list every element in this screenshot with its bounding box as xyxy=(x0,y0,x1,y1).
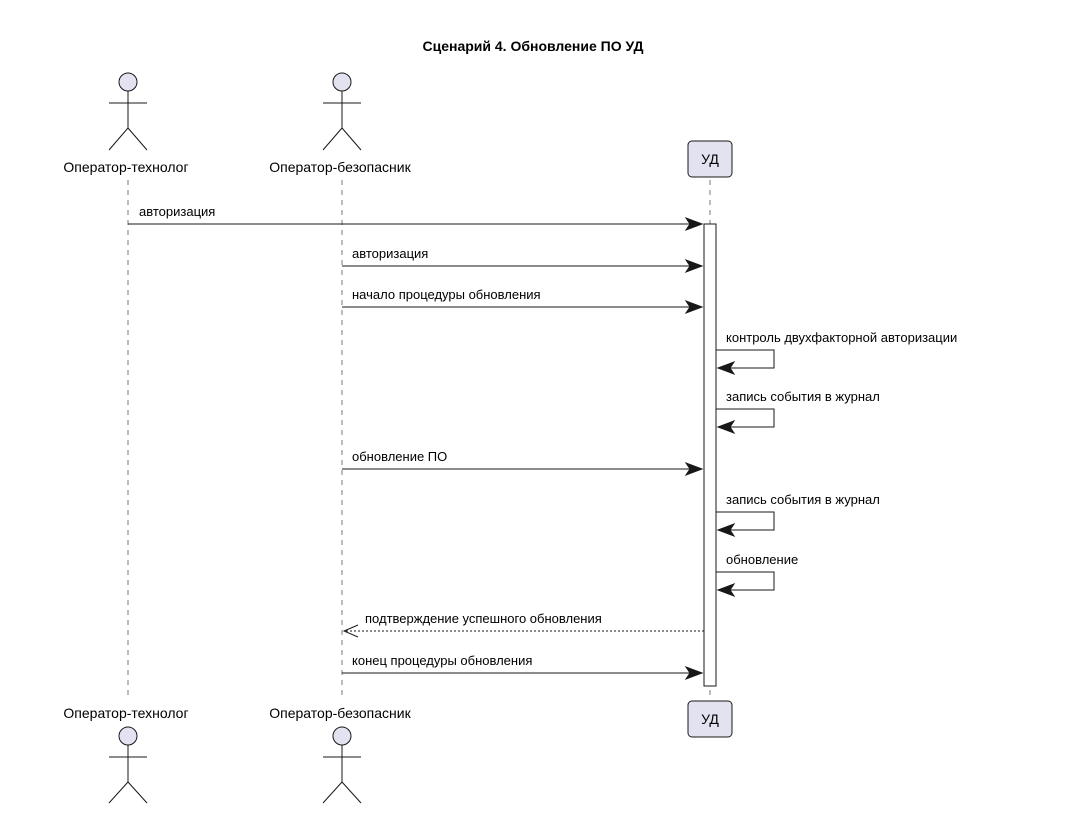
self-message-arrow xyxy=(716,571,775,591)
actor-right-leg xyxy=(341,127,362,151)
self-message-arrow xyxy=(716,511,775,531)
actor-left-leg xyxy=(322,127,343,151)
actor-right-leg xyxy=(127,781,148,804)
actor-label: Оператор-безопасник xyxy=(269,705,411,721)
arrowhead xyxy=(716,582,736,598)
actor-right-leg xyxy=(341,781,362,804)
activation-bar-ud xyxy=(703,223,717,687)
participant-label: УД xyxy=(701,711,719,727)
participant-ud-top: УД xyxy=(687,140,733,178)
message-label: контроль двухфакторной авторизации xyxy=(726,330,957,345)
self-message-arrow xyxy=(716,349,775,369)
open-arrowhead xyxy=(342,624,359,638)
message-1: авторизация xyxy=(128,204,704,232)
arrowhead xyxy=(684,665,704,681)
message-label: начало процедуры обновления xyxy=(352,287,541,302)
actor-label: Оператор-технолог xyxy=(63,705,188,721)
self-message-arrow xyxy=(716,408,775,428)
arrowhead xyxy=(684,299,704,315)
message-9-reply: подтверждение успешного обновления xyxy=(342,611,704,638)
arrowhead xyxy=(684,216,704,232)
actor-label: Оператор-безопасник xyxy=(269,159,411,175)
arrowhead xyxy=(716,522,736,538)
actor-operator-technolog-bottom: Оператор-технолог xyxy=(63,705,189,804)
message-6: обновление ПО xyxy=(342,449,704,477)
message-label: запись события в журнал xyxy=(726,389,880,404)
actor-left-leg xyxy=(108,127,129,151)
actor-right-leg xyxy=(127,127,148,151)
actor-left-leg xyxy=(108,781,129,804)
message-label: авторизация xyxy=(352,246,428,261)
actor-head xyxy=(332,72,352,92)
actor-operator-bezopasnik-bottom: Оператор-безопасник xyxy=(269,705,412,804)
actor-head xyxy=(118,726,138,746)
participant-box xyxy=(687,140,733,178)
message-8-self: обновление xyxy=(716,552,798,598)
participant-ud-bottom: УД xyxy=(687,700,733,738)
arrowhead xyxy=(716,419,736,435)
message-label: подтверждение успешного обновления xyxy=(365,611,602,626)
participant-label: УД xyxy=(701,151,719,167)
message-10: конец процедуры обновления xyxy=(342,653,704,681)
message-label: конец процедуры обновления xyxy=(352,653,532,668)
participant-box xyxy=(687,700,733,738)
message-2: авторизация xyxy=(342,246,704,274)
message-4-self: контроль двухфакторной авторизации xyxy=(716,330,957,376)
message-label: обновление ПО xyxy=(352,449,447,464)
actor-label: Оператор-технолог xyxy=(63,159,188,175)
message-3: начало процедуры обновления xyxy=(342,287,704,315)
message-5-self: запись события в журнал xyxy=(716,389,880,435)
diagram-title: Сценарий 4. Обновление ПО УД xyxy=(423,38,644,54)
message-label: авторизация xyxy=(139,204,215,219)
actor-head xyxy=(332,726,352,746)
actor-operator-bezopasnik-top: Оператор-безопасник xyxy=(269,72,412,175)
arrowhead xyxy=(684,258,704,274)
actor-operator-technolog-top: Оператор-технолог xyxy=(63,72,189,175)
message-label: запись события в журнал xyxy=(726,492,880,507)
message-7-self: запись события в журнал xyxy=(716,492,880,538)
actor-left-leg xyxy=(322,781,343,804)
arrowhead xyxy=(716,360,736,376)
actor-head xyxy=(118,72,138,92)
message-label: обновление xyxy=(726,552,798,567)
arrowhead xyxy=(684,461,704,477)
